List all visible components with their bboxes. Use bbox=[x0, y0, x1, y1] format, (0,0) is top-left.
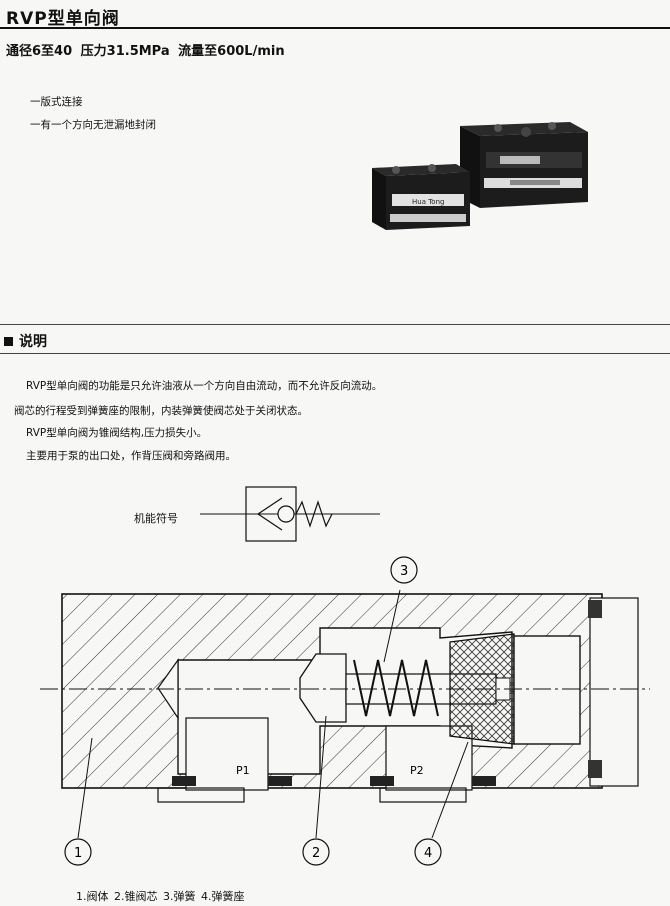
square-bullet-icon bbox=[4, 337, 13, 346]
symbol-label: 机能符号 bbox=[134, 512, 178, 525]
check-valve-symbol bbox=[200, 486, 380, 542]
callout-1: 1 bbox=[74, 846, 82, 861]
description-paragraph: RVP型单向阀的功能是只允许油液从一个方向自由流动，而不允许反向流动。 bbox=[26, 380, 383, 392]
description-paragraph: 主要用于泵的出口处，作背压阀和旁路阀用。 bbox=[26, 450, 236, 462]
callout-4: 4 bbox=[424, 846, 432, 861]
feature-item: 一有一个方向无泄漏地封闭 bbox=[30, 119, 156, 131]
parts-legend: 1.阀体 2.锥阀芯 3.弹簧 4.弹簧座 bbox=[76, 890, 245, 903]
description-paragraph: RVP型单向阀为锥阀结构,压力损失小。 bbox=[26, 427, 208, 439]
product-photo: Hua Tong bbox=[372, 122, 588, 230]
port-label-p1: P1 bbox=[236, 764, 250, 777]
photo-brand-text: Hua Tong bbox=[412, 198, 444, 206]
section-divider-bottom bbox=[0, 353, 670, 354]
feature-item: 一版式连接 bbox=[30, 96, 83, 108]
title-divider bbox=[0, 27, 670, 29]
page-title: RVP型单向阀 bbox=[6, 9, 120, 29]
section-title: 说明 bbox=[19, 334, 47, 350]
callout-3: 3 bbox=[400, 564, 408, 579]
section-heading: 说明 bbox=[4, 331, 47, 351]
port-label-p2: P2 bbox=[410, 764, 424, 777]
section-divider-top bbox=[0, 324, 670, 325]
description-paragraph: 阀芯的行程受到弹簧座的限制，内装弹簧使阀芯处于关闭状态。 bbox=[14, 405, 308, 417]
spec-line: 通径6至40 压力31.5MPa 流量至600L/min bbox=[6, 44, 285, 59]
callout-2: 2 bbox=[312, 846, 320, 861]
sectional-drawing: P1 P2 3 1 2 4 bbox=[40, 556, 650, 866]
